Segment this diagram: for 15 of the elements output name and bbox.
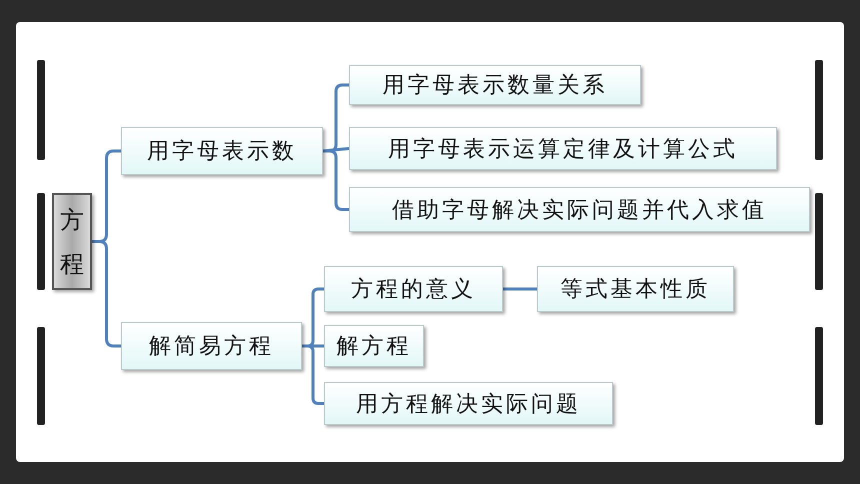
- topic-box: 用字母表示数: [121, 127, 323, 175]
- topic-box: 方程的意义: [324, 266, 503, 312]
- root-box: 方程: [52, 193, 92, 290]
- brace-line: [323, 150, 349, 211]
- brace-line: [302, 344, 324, 405]
- brace-line: [503, 288, 537, 290]
- topic-box: 借助字母解决实际问题并代入求值: [349, 187, 810, 232]
- topic-box: 用字母表示运算定律及计算公式: [349, 127, 777, 170]
- topic-box: 解方程: [324, 325, 424, 367]
- brace-line: [322, 147, 350, 152]
- topic-box: 用方程解决实际问题: [324, 382, 613, 425]
- topic-box: 解简易方程: [121, 322, 302, 370]
- brace-line: [92, 240, 121, 348]
- topic-box: 等式基本性质: [537, 266, 734, 312]
- topic-box: 用字母表示数量关系: [349, 65, 641, 105]
